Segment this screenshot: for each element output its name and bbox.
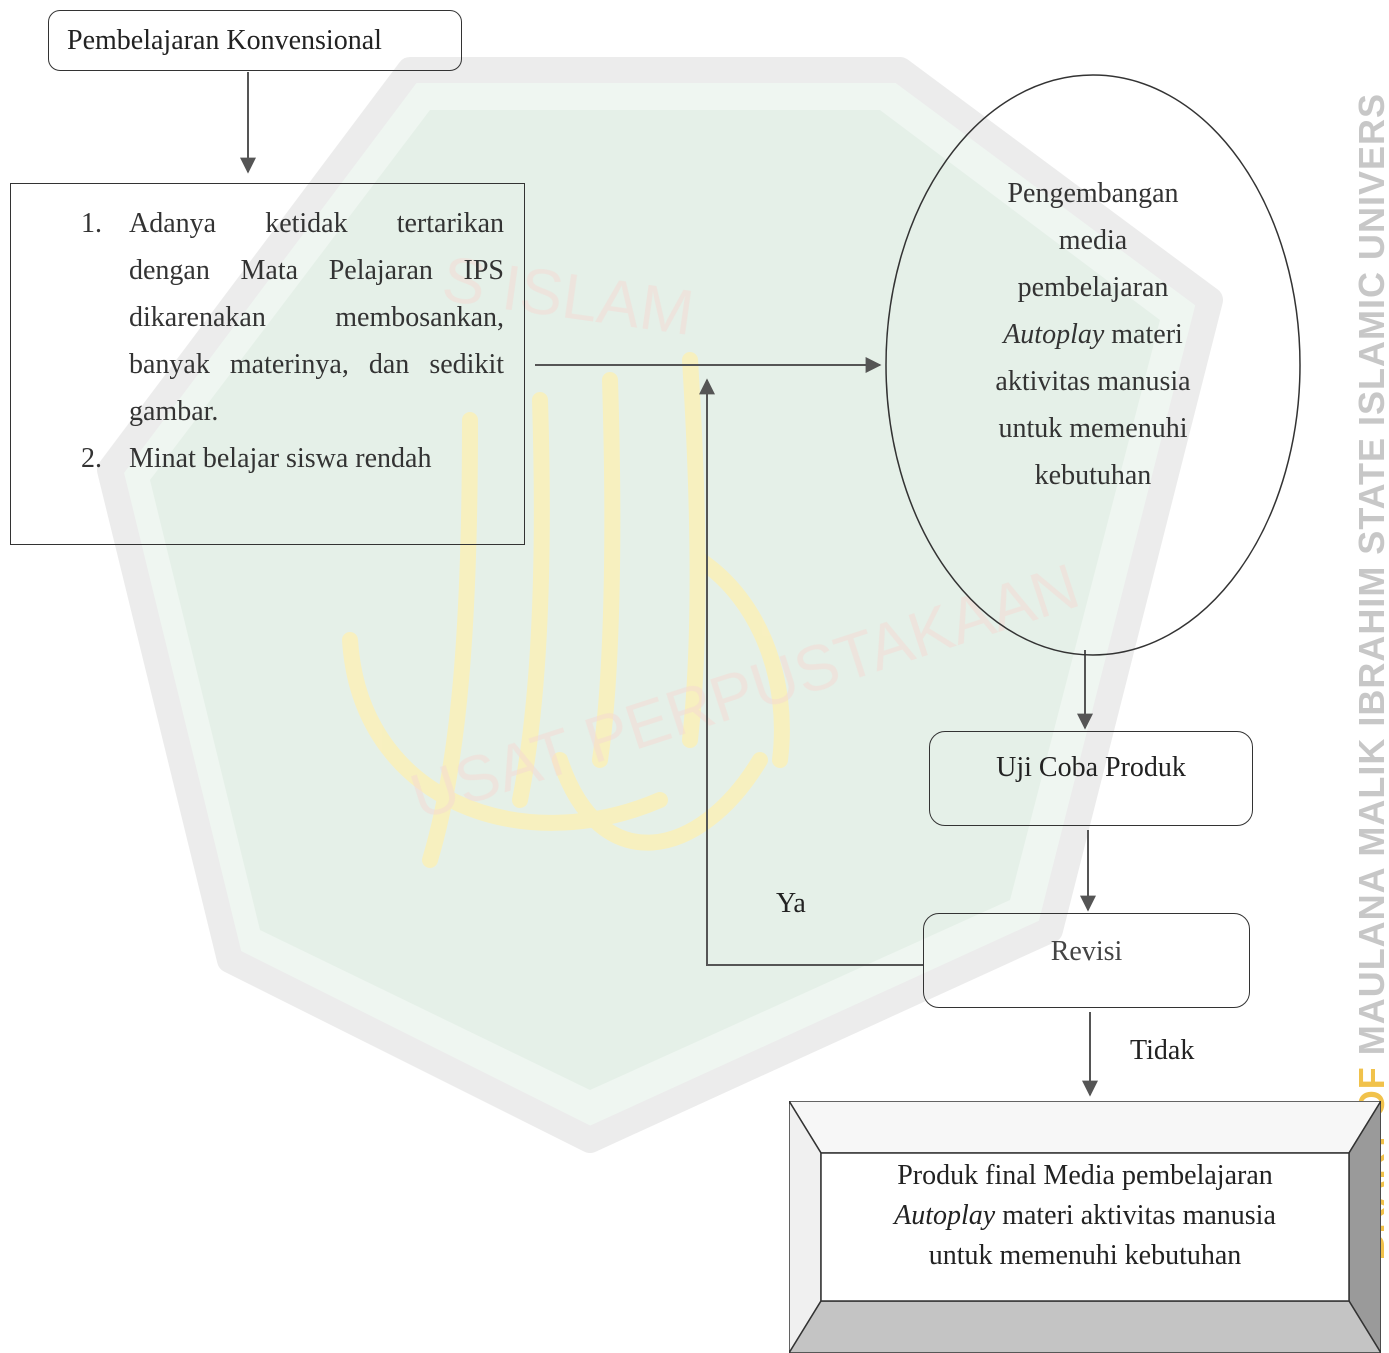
final-line-2: materi aktivitas manusia [995,1200,1276,1231]
final-box: Produk final Media pembelajaran Autoplay… [821,1156,1349,1276]
problem-text: Adanya ketidak tertarikan dengan Mata Pe… [129,208,504,427]
final-box-bevel-bottom [789,1300,1381,1353]
revision-box: Revisi [923,913,1250,1008]
development-italic-word: Autoplay [1003,319,1105,350]
problem-item: 1. Adanya ketidak tertarikan dengan Mata… [81,200,504,435]
problem-number: 2. [81,443,102,474]
problems-list: 1. Adanya ketidak tertarikan dengan Mata… [81,200,504,482]
problems-box: 1. Adanya ketidak tertarikan dengan Mata… [10,183,525,545]
trial-box: Uji Coba Produk [929,731,1253,826]
problem-number: 1. [81,208,102,239]
final-box-face [820,1152,1350,1302]
development-line: untuk memenuhi [998,413,1188,444]
edge-label-no: Tidak [1130,1035,1195,1066]
development-line: aktivitas manusia [995,366,1191,397]
final-box-bevel [789,1101,1381,1353]
development-line: Pengembangan [1007,178,1179,209]
development-ellipse: Pengembangan media pembelajaran Autoplay… [930,170,1256,499]
development-after-italic: materi [1104,319,1183,350]
final-italic-word: Autoplay [894,1200,996,1231]
final-line-1: Produk final Media pembelajaran [897,1160,1273,1191]
start-box: Pembelajaran Konvensional [48,10,462,71]
development-line: media [1058,225,1128,256]
final-line-3: untuk memenuhi kebutuhan [928,1240,1242,1271]
arrow-revision-feedback-yes [699,378,923,966]
development-line: kebutuhan [1034,460,1152,491]
development-line: pembelajaran [1017,272,1169,303]
problem-text: Minat belajar siswa rendah [129,443,432,474]
edge-label-yes: Ya [776,888,806,919]
problem-item: 2. Minat belajar siswa rendah [81,435,504,482]
trial-box-label: Uji Coba Produk [996,752,1186,783]
start-box-label: Pembelajaran Konvensional [67,25,382,56]
final-box-bevel-top [789,1101,1381,1154]
revision-box-label: Revisi [1050,936,1123,967]
development-ellipse-shape [885,74,1301,656]
